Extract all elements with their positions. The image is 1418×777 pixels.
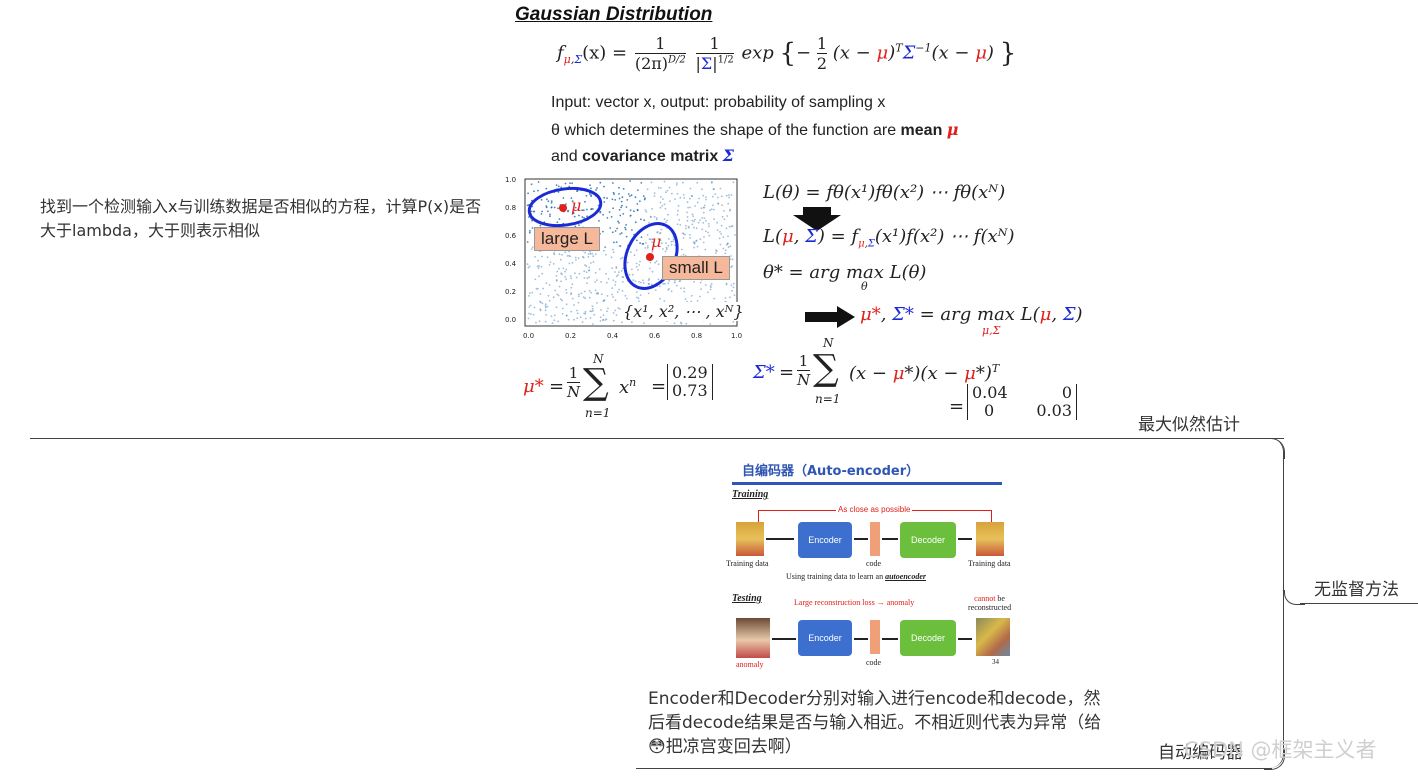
large-loss-label: Large reconstruction loss → anomaly <box>794 598 915 607</box>
covariance-text: and covariance matrix Σ <box>551 146 734 165</box>
sigma-value: 0.04 <box>972 383 1008 402</box>
mu-label-2: μ <box>651 232 662 251</box>
input-output-text: Input: vector x, output: probability of … <box>551 94 886 111</box>
gaussian-slide: Gaussian Distribution fμ,Σ(x) = 1 (2π)D/… <box>505 0 1100 430</box>
arrow-line <box>854 638 868 640</box>
mindmap-line-mle <box>30 438 1284 439</box>
node-mle[interactable]: 最大似然估计 <box>1138 415 1240 435</box>
sigma-value: 0 <box>1061 383 1072 402</box>
mu-value: 0.29 <box>672 363 708 382</box>
training-data-label: Training data <box>968 559 1011 568</box>
y-axis-ticks: 1.0 0.8 0.6 0.4 0.2 0.0 <box>505 176 525 326</box>
decoder-box: Decoder <box>900 620 956 656</box>
theta-text: θ which determines the shape of the func… <box>551 120 959 139</box>
x-tick: 0.2 <box>565 332 577 340</box>
code-bar <box>870 522 880 556</box>
y-tick: 0.4 <box>505 260 517 268</box>
autoencoder-slide: 自编码器（Auto-encoder） Training As close as … <box>726 458 1026 670</box>
x-tick: 0.8 <box>691 332 703 340</box>
arrow-line <box>958 638 972 640</box>
x-tick: 0.6 <box>649 332 661 340</box>
right-arrow-icon <box>805 306 855 328</box>
y-tick: 0.6 <box>505 232 517 240</box>
note-bottom: Encoder和Decoder分别对输入进行encode和decode，然后看d… <box>648 689 1102 757</box>
anomaly-image <box>736 618 770 658</box>
mindmap-corner-top <box>1264 438 1285 459</box>
large-L-label: large L <box>534 227 600 251</box>
argmax-equation: μ*, Σ* = arg max L(μ, Σ) μ,Σ <box>860 304 1083 337</box>
arrow-line <box>854 538 868 540</box>
slide2-title: 自编码器（Auto-encoder） <box>742 464 920 479</box>
blurry-output-image <box>976 618 1010 656</box>
likelihood-equation: L(θ) = fθ(x¹)fθ(x²) ⋯ fθ(xᴺ) <box>763 182 1006 203</box>
training-label: Training <box>732 489 769 500</box>
set-label: {x¹, x², ⋯ , xᴺ} <box>623 302 744 321</box>
mindmap-join <box>1284 590 1305 605</box>
scatter-plot: large L small L μ μ {x¹, x², ⋯ , xᴺ} 1.0… <box>505 176 750 346</box>
code-label: code <box>866 658 882 667</box>
node-autoencoder[interactable]: 自动编码器 <box>1158 743 1243 763</box>
mindmap-corner-bottom <box>1264 749 1285 770</box>
x-tick: 1.0 <box>731 332 743 340</box>
arrow-line <box>766 538 794 540</box>
slide-title: Gaussian Distribution <box>515 4 713 25</box>
small-L-label: small L <box>662 256 730 280</box>
title-underline <box>732 482 1002 485</box>
training-image <box>736 522 764 556</box>
reconstructed-image <box>976 522 1004 556</box>
y-tick: 0.8 <box>505 204 517 212</box>
arrow-line <box>882 538 898 540</box>
using-text: Using training data to learn an autoenco… <box>786 572 926 581</box>
mindmap-line-autoencoder <box>636 768 1272 769</box>
x-axis-ticks: 0.0 0.2 0.4 0.6 0.8 1.0 <box>523 332 753 344</box>
mu-value: 0.73 <box>672 381 708 400</box>
x-tick: 0.0 <box>523 332 535 340</box>
node-unsupervised[interactable]: 无监督方法 <box>1314 580 1399 600</box>
decoder-box: Decoder <box>900 522 956 558</box>
mu-label-1: μ <box>571 196 582 215</box>
training-data-label: Training data <box>726 559 769 568</box>
encoder-box: Encoder <box>798 620 852 656</box>
anomaly-label: anomaly <box>736 660 764 669</box>
theta-star-equation: θ* = arg max L(θ) θ <box>763 262 927 293</box>
mindmap-line-unsupervised <box>1300 603 1418 604</box>
y-tick: 0.2 <box>505 288 517 296</box>
arrow-line <box>958 538 972 540</box>
csdn-watermark: CSDN @框架主义者 <box>1184 738 1377 762</box>
arrow-line <box>882 638 898 640</box>
testing-label: Testing <box>732 593 762 604</box>
page-number: 34 <box>992 658 999 666</box>
y-tick: 0.0 <box>505 316 517 324</box>
code-bar <box>870 620 880 654</box>
likelihood-mu-sigma: L(μ, Σ) = fμ,Σ(x¹)f(x²) ⋯ f(xᴺ) <box>763 226 1015 250</box>
sigma-value: 0 <box>984 401 995 420</box>
encoder-box: Encoder <box>798 522 852 558</box>
down-arrow-icon <box>793 207 841 231</box>
y-tick: 1.0 <box>505 176 517 184</box>
arrow-line <box>772 638 796 640</box>
close-label: As close as possible <box>836 505 913 514</box>
sigma-value: 0.03 <box>1036 401 1072 420</box>
note-left: 找到一个检测输入x与训练数据是否相似的方程，计算P(x)是否大于lambda，大… <box>40 197 482 240</box>
x-tick: 0.4 <box>607 332 619 340</box>
code-label: code <box>866 559 882 568</box>
mindmap-bracket <box>1266 438 1284 768</box>
